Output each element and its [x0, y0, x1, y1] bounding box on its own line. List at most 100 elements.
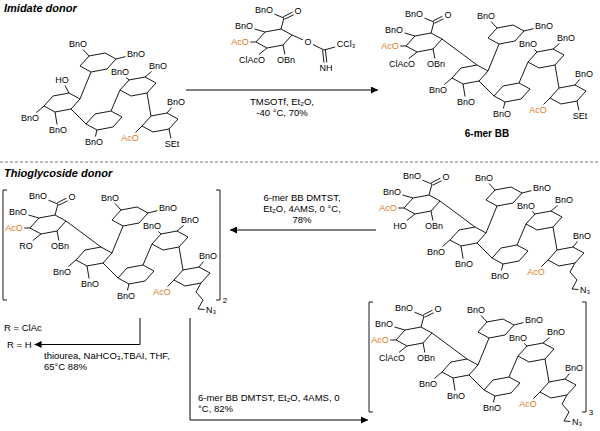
bond — [522, 191, 531, 193]
atom-label-box: AcO — [121, 133, 139, 143]
atom-label-box: BnO — [235, 21, 253, 31]
bond — [553, 44, 560, 50]
bond — [409, 52, 417, 59]
section-divider — [0, 162, 600, 163]
atom-label: BnO — [475, 173, 493, 183]
atom-label: BnO — [181, 215, 199, 225]
sugar-ring — [528, 49, 564, 68]
atom-label: OBn — [417, 353, 435, 363]
atom-label: AcO — [519, 399, 537, 409]
bond — [542, 260, 549, 267]
bond — [115, 204, 121, 211]
conditions-box: 6-mer BB DMTST, Et₂O, 4AMS, 0 °C, 82% — [198, 392, 348, 414]
atom-label: BnO — [159, 203, 177, 213]
sugar-ring — [120, 77, 156, 96]
bond — [103, 263, 118, 278]
bond — [553, 227, 557, 250]
bond — [562, 395, 569, 421]
atom-label-box: BnO — [149, 61, 167, 71]
atom-label: O — [442, 172, 449, 182]
sugar-ring — [548, 247, 584, 266]
atom-label-box: BnO — [9, 207, 27, 217]
atom-label: HO — [393, 221, 407, 231]
atom-label: BnO — [447, 391, 465, 401]
atom-label-box: BnO — [535, 21, 553, 31]
bond — [488, 44, 499, 71]
atom-label-box: AcO — [153, 287, 171, 297]
sugar-ring — [76, 247, 112, 266]
bond — [423, 310, 432, 314]
sugar-ring — [494, 83, 530, 102]
atom-label: BnO — [69, 39, 87, 49]
atom-label: BnO — [167, 97, 185, 107]
sugar-ring — [256, 29, 292, 48]
bond — [444, 78, 452, 85]
atom-label-box: BnO — [101, 193, 119, 203]
bond — [283, 45, 285, 55]
atom-label-box: N₃ — [206, 305, 216, 315]
atom-label-box: SEt — [165, 139, 180, 149]
atom-label: BnO — [143, 221, 161, 231]
atom-label-box: HO — [393, 221, 407, 231]
atom-label: BnO — [49, 125, 67, 135]
structure-drawing — [368, 300, 596, 430]
bond — [421, 316, 424, 327]
atom-label: NH — [320, 63, 333, 73]
bond — [95, 130, 97, 137]
bond — [168, 280, 175, 287]
atom-label: O — [444, 10, 451, 20]
sugar-ring — [396, 327, 432, 346]
bond — [399, 346, 407, 353]
atom-label: BnO — [375, 319, 393, 329]
atom-label-box: AcO — [527, 267, 545, 277]
atom-label-box: BnO — [467, 305, 485, 315]
atom-label-box: OBn — [277, 55, 295, 65]
atom-label: BnO — [149, 61, 167, 71]
atom-label: BnO — [557, 33, 575, 43]
atom-label: BnO — [85, 137, 103, 147]
atom-label: BnO — [519, 39, 537, 49]
bond — [432, 333, 467, 359]
atom-label-box: BnO — [29, 191, 47, 201]
bond — [403, 195, 413, 198]
atom-label-box: BnO — [21, 113, 39, 123]
atom-label-box: BnO — [517, 201, 535, 211]
bond — [49, 200, 58, 204]
sugar-ring — [478, 319, 514, 338]
bond — [57, 231, 59, 241]
atom-label-box: BnO — [69, 39, 87, 49]
atom-label-box: BnO — [395, 303, 413, 313]
structure-drawing — [376, 168, 594, 298]
atom-label-box: BnO — [375, 319, 393, 329]
atom-label-box: BnO — [557, 33, 575, 43]
atom-label-box: BnO — [509, 333, 527, 343]
bond — [29, 215, 39, 218]
compound-label: 6-mer BB — [465, 128, 509, 139]
sugar-ring — [112, 207, 148, 226]
atom-label: AcO — [371, 335, 389, 345]
atom-label: AcO — [121, 133, 139, 143]
reaction-arrow — [190, 318, 368, 420]
atom-label: SEt — [573, 111, 588, 121]
bond — [572, 289, 578, 290]
bond — [369, 302, 373, 412]
atom-label: AcO — [529, 105, 547, 115]
bond — [148, 211, 157, 213]
atom-label-box: O — [68, 192, 75, 202]
bond — [461, 246, 463, 259]
atom-label-box: CCl₃ — [337, 39, 356, 49]
atom-label-box: BnO — [49, 125, 67, 135]
atom-label: AcO — [381, 41, 399, 51]
bond — [575, 80, 580, 86]
bond — [281, 18, 284, 29]
bond — [255, 29, 265, 32]
atom-label-box: OBn — [425, 221, 443, 231]
atom-label: SEt — [165, 139, 180, 149]
atom-label: BnO — [535, 21, 553, 31]
atom-label: ClAcO — [379, 353, 405, 363]
bond — [503, 102, 505, 109]
sugar-ring — [80, 53, 116, 72]
atom-label-box: ClAcO — [379, 353, 405, 363]
atom-label-box: BnO — [405, 9, 423, 19]
